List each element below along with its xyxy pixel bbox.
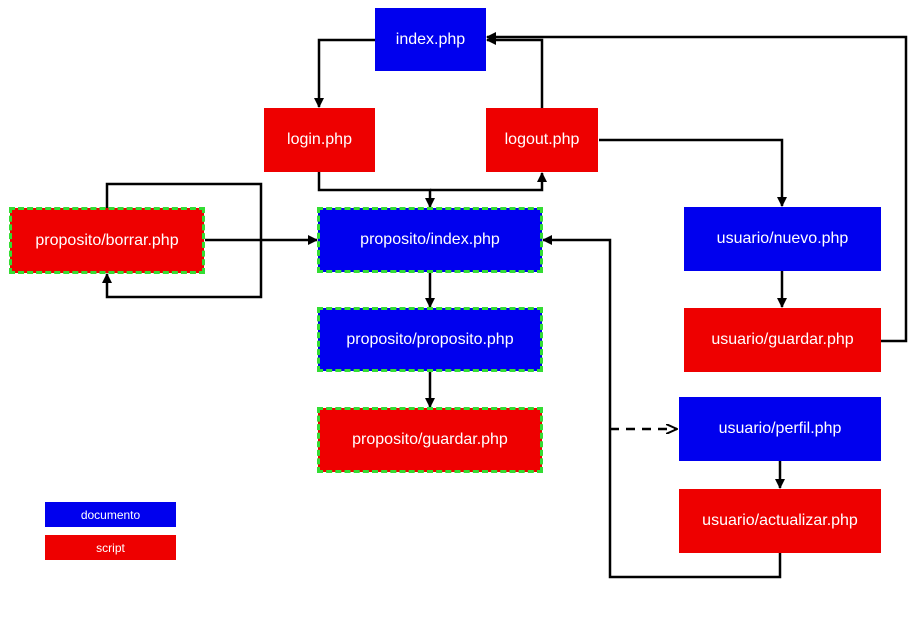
node-label: proposito/guardar.php (352, 431, 508, 448)
legend-label: documento (80, 507, 141, 522)
node-label: index.php (395, 30, 466, 48)
node-usuario-actualizar-php: usuario/actualizar.php (679, 489, 881, 553)
legend-label: script (96, 540, 125, 555)
node-label: usuario/nuevo.php (716, 230, 849, 247)
legend-script: script (45, 535, 176, 560)
connector-usuario-guardar-to-index (486, 32, 908, 343)
node-proposito-index-php: proposito/index.php (317, 207, 543, 273)
node-index-php: index.php (375, 8, 486, 71)
node-login-php: login.php (264, 108, 375, 172)
node-proposito-borrar-php: proposito/borrar.php (9, 207, 205, 274)
node-usuario-nuevo-php: usuario/nuevo.php (684, 207, 881, 271)
node-usuario-perfil-php: usuario/perfil.php (679, 397, 881, 461)
node-label: proposito/proposito.php (346, 330, 514, 348)
connector-login-to-proposito-index (317, 172, 435, 208)
node-usuario-guardar-php: usuario/guardar.php (684, 308, 881, 372)
connector-borrar-loop (102, 182, 263, 299)
node-label: login.php (287, 131, 352, 148)
connector-logout-to-usuario-nuevo (599, 138, 787, 207)
connector-login-to-logout (430, 172, 547, 192)
node-label: logout.php (504, 131, 580, 148)
node-label: proposito/index.php (360, 231, 500, 248)
node-label: proposito/borrar.php (35, 231, 179, 249)
connector-index-to-login (314, 38, 375, 108)
legend-documento: documento (45, 502, 176, 527)
node-logout-php: logout.php (486, 108, 598, 172)
node-label: usuario/guardar.php (711, 331, 854, 348)
node-proposito-guardar-php: proposito/guardar.php (317, 407, 543, 473)
connector-actualizar-to-proposito-index (542, 235, 782, 579)
node-label: usuario/actualizar.php (702, 512, 858, 529)
node-proposito-proposito-php: proposito/proposito.php (317, 307, 543, 372)
node-label: usuario/perfil.php (718, 420, 842, 437)
connector-logout-to-index (486, 35, 544, 108)
